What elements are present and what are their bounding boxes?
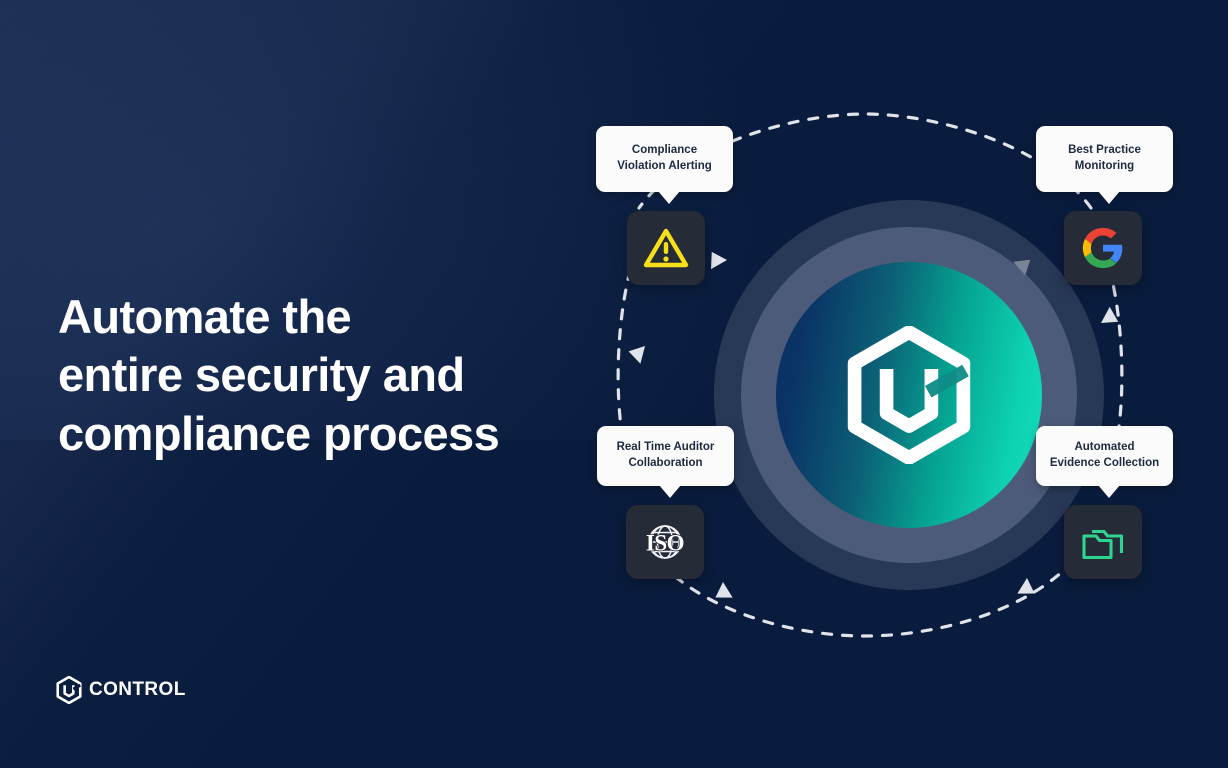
node-label-line-1: Automated: [1074, 441, 1135, 454]
node-label-line-2: Monitoring: [1074, 160, 1135, 172]
card-tail: [1098, 191, 1120, 204]
node-label-automated-evidence-collection[interactable]: Automated Evidence Collection: [1036, 426, 1173, 498]
headline-line-3: compliance process: [58, 406, 500, 460]
icon-tile-compliance-violation-alerting[interactable]: [627, 211, 705, 285]
card-tail: [1098, 485, 1120, 498]
orb-core-gradient: [776, 262, 1042, 528]
headline-line-2: entire security and: [58, 348, 465, 402]
icon-tile-real-time-auditor-collaboration[interactable]: ISO: [626, 505, 704, 579]
node-label-line-1: Compliance: [631, 144, 698, 157]
card-tail: [658, 191, 680, 204]
node-label-line-1: Real Time Auditor: [616, 441, 715, 454]
headline-line-1: Automate the: [58, 290, 352, 343]
page-title: Automate the entire security and complia…: [58, 288, 578, 463]
icon-tile-best-practice-monitoring[interactable]: [1064, 211, 1142, 285]
hexagon-monogram-logo-icon: [847, 326, 971, 464]
folders-icon: [1082, 529, 1124, 560]
brand-logo: CONTROL: [56, 676, 186, 704]
warning-triangle-icon: [643, 228, 689, 268]
node-label-real-time-auditor-collaboration[interactable]: Real Time Auditor Collaboration: [597, 426, 734, 498]
node-label-line-2: Violation Alerting: [617, 160, 712, 172]
node-label-line-2: Collaboration: [628, 457, 703, 469]
node-label-compliance-violation-alerting[interactable]: Compliance Violation Alerting: [596, 126, 733, 204]
iso-globe-icon: ISO: [645, 525, 685, 559]
icon-tile-automated-evidence-collection[interactable]: [1064, 505, 1142, 579]
card-tail: [659, 485, 681, 498]
center-emblem: [714, 200, 1104, 590]
node-label-line-1: Best Practice: [1068, 144, 1141, 157]
hexagon-monogram-logo-icon: [56, 676, 82, 704]
svg-text:ISO: ISO: [646, 531, 684, 556]
node-label-best-practice-monitoring[interactable]: Best Practice Monitoring: [1036, 126, 1173, 204]
google-logo-icon: [1082, 227, 1123, 269]
brand-name: CONTROL: [89, 679, 186, 700]
arrowhead-left: [628, 346, 645, 364]
node-label-line-2: Evidence Collection: [1049, 457, 1160, 469]
